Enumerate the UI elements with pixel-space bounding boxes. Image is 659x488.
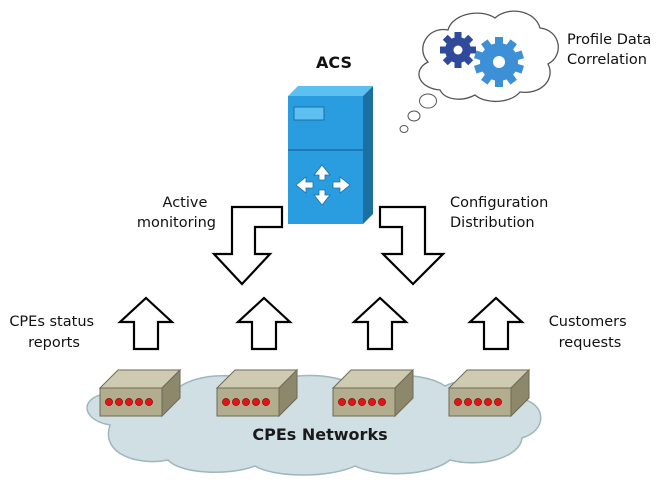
gear-small-icon	[440, 32, 476, 68]
active-monitoring-line-2: monitoring	[137, 215, 216, 231]
acs-server-icon	[288, 86, 373, 224]
cpe-up-arrow-2	[235, 296, 293, 351]
cpe-device-4	[447, 368, 531, 418]
active-monitoring-label: Active monitoring	[137, 195, 216, 231]
acs-label: ACS	[316, 53, 352, 72]
configuration-distribution-arrow	[378, 205, 446, 286]
cpe-device-2	[215, 368, 299, 418]
cpe-device-3	[331, 368, 415, 418]
cloud-label: CPEs Networks	[252, 425, 387, 444]
thought-text: Profile Data Correlation	[567, 32, 656, 68]
cpe-up-arrow-3	[351, 296, 409, 351]
configuration-distribution-label: Configuration Distribution	[450, 195, 553, 231]
cpe-up-arrow-1	[117, 296, 175, 351]
customers-requests-line-2: requests	[559, 335, 622, 351]
active-monitoring-arrow	[211, 205, 284, 286]
active-monitoring-line-1: Active	[163, 195, 208, 211]
thought-text-line-1: Profile Data	[567, 32, 651, 48]
gear-large-icon	[473, 37, 525, 87]
cpe-status-reports-line-2: reports	[28, 335, 80, 351]
cpe-status-reports-line-1: CPEs status	[9, 314, 94, 330]
configuration-distribution-line-2: Distribution	[450, 215, 535, 231]
configuration-distribution-line-1: Configuration	[450, 195, 548, 211]
cpe-device-1	[98, 368, 182, 418]
thought-text-line-2: Correlation	[567, 52, 647, 68]
customers-requests-line-1: Customers	[549, 314, 627, 330]
cpe-up-arrow-4	[467, 296, 525, 351]
cpe-status-reports-label: CPEs status reports	[9, 314, 98, 351]
customers-requests-label: Customers requests	[549, 314, 632, 351]
